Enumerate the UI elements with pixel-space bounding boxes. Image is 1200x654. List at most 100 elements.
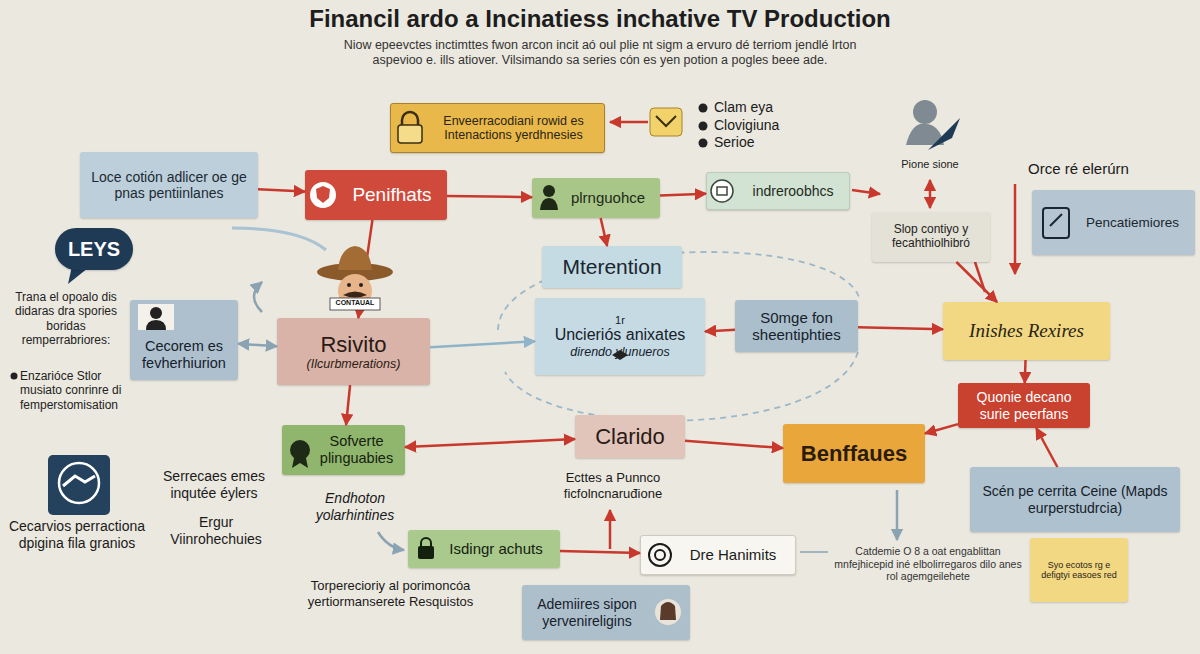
note-text: Clam eya bbox=[714, 99, 804, 116]
arrow-line bbox=[609, 510, 612, 549]
node-text: Syo ecotos rg e defigtyi easoes red bbox=[1036, 560, 1122, 581]
process-box: Isdingr achuts bbox=[408, 530, 560, 568]
connector-line bbox=[1024, 360, 1027, 383]
subtitle-text: Niow epeevctes inctimttes fwon arcon inc… bbox=[330, 38, 870, 68]
seal-icon bbox=[290, 440, 310, 468]
badge-icon bbox=[711, 180, 733, 202]
handshake-icon bbox=[48, 455, 110, 515]
connector-arrow bbox=[660, 194, 706, 196]
connector-arrow bbox=[705, 330, 735, 332]
connector-arrow bbox=[346, 385, 350, 425]
process-box: plrnguohce bbox=[532, 178, 660, 218]
process-box: Loce cotión adlicer oe ge pnas pentiinla… bbox=[80, 152, 258, 218]
node-text: Dre Hanimits bbox=[690, 546, 777, 563]
connector-line bbox=[430, 341, 535, 347]
process-box: Dre Hanimits bbox=[640, 535, 796, 575]
sombrero-figure bbox=[317, 246, 393, 310]
connector-line bbox=[601, 218, 607, 246]
envelope-icon bbox=[650, 108, 682, 136]
note-text: Serrecaes emes inqutée éylers bbox=[158, 468, 270, 502]
bag-icon bbox=[655, 599, 681, 625]
connector-arrow bbox=[447, 196, 532, 197]
connector-arrow bbox=[430, 341, 535, 347]
node-text: Scén pe cerrita Ceine (Mapds eurperstudr… bbox=[976, 483, 1174, 515]
node-text: Sofverte plinguabies bbox=[314, 433, 399, 466]
speech-bubble: LEYS bbox=[55, 228, 133, 270]
curve-line bbox=[232, 228, 326, 250]
arrow-line bbox=[610, 121, 648, 124]
diagram-title: Financil ardo a Incinatiess inchative TV… bbox=[0, 5, 1200, 33]
node-text: Rsivito bbox=[320, 332, 386, 357]
node-text: Isdingr achuts bbox=[449, 540, 542, 557]
note-text: Trana el opoalo dis didaras dra spories … bbox=[5, 290, 127, 348]
node-subtext: (Ilcurbmerations) bbox=[307, 357, 401, 371]
note-text: Clovigiuna bbox=[714, 117, 814, 134]
node-text: Benffaues bbox=[801, 441, 907, 466]
target-icon bbox=[649, 544, 671, 566]
node-text: Slop contiyo y fecahthiolhibró bbox=[878, 223, 984, 251]
node-text: Loce cotión adlicer oe ge pnas pentiinla… bbox=[86, 169, 252, 201]
process-box: Mterention bbox=[542, 246, 682, 288]
note-text: Serioe bbox=[714, 134, 804, 151]
node-text: Mterention bbox=[562, 255, 661, 279]
connector-arrow bbox=[1036, 428, 1057, 467]
note-text: Torperecioriy al porimoncóa yertiormanse… bbox=[288, 578, 493, 609]
person-icon bbox=[906, 100, 960, 150]
shield-icon bbox=[310, 182, 336, 208]
node-text: S0mge fon sheentiphties bbox=[741, 309, 852, 344]
small-icon bbox=[612, 350, 628, 360]
portrait-icon bbox=[138, 304, 174, 330]
lock-icon bbox=[398, 112, 422, 143]
node-text: Cecorem es fevherhiurion bbox=[136, 338, 232, 371]
node-text: plrnguohce bbox=[571, 189, 645, 206]
connector-arrow bbox=[258, 189, 305, 191]
note-text: Endhoton yolarhintines bbox=[300, 490, 410, 524]
connector-line bbox=[858, 327, 943, 329]
connector-line bbox=[405, 439, 575, 447]
connector-line bbox=[1036, 428, 1057, 467]
node-text: Clarido bbox=[595, 424, 665, 449]
process-box: Clarido bbox=[575, 415, 685, 458]
arrow-line bbox=[896, 490, 899, 540]
connector-arrow bbox=[405, 439, 575, 447]
note-text: Cecarvios perractiona dpigina fila grani… bbox=[2, 518, 152, 552]
document-icon bbox=[1043, 208, 1069, 238]
node-text: 1r bbox=[615, 314, 625, 327]
bullet-dot bbox=[699, 104, 708, 113]
connector-line bbox=[560, 551, 640, 553]
process-box: Penifhats bbox=[305, 170, 447, 220]
curve-arrow bbox=[378, 532, 404, 550]
node-text: Enveerracodiani rowid es Intenactions ye… bbox=[429, 114, 598, 143]
node-text: LEYS bbox=[68, 238, 120, 261]
process-box: Quonie decano surie peerfans bbox=[958, 383, 1090, 428]
connector-arrow bbox=[956, 262, 997, 302]
note-box: Syo ecotos rg e defigtyi easoes red bbox=[1030, 538, 1128, 602]
bust-icon bbox=[540, 185, 558, 210]
note-text: Catdemie O 8 a oat engablittan mnfejhice… bbox=[834, 545, 1022, 583]
process-box: Benffaues bbox=[783, 424, 925, 483]
connector-line bbox=[358, 220, 372, 318]
process-box: Ademiires sipon yervenireligins bbox=[522, 585, 690, 640]
node-text: Pencatiemiores bbox=[1086, 215, 1179, 231]
note-box: Slop contiyo y fecahthiolhibró bbox=[872, 212, 990, 262]
note-text: Pione sione bbox=[885, 158, 975, 171]
node-subtext: Uncieriós anixates bbox=[555, 326, 686, 344]
connector-arrow bbox=[358, 220, 372, 318]
connector-line bbox=[660, 194, 706, 196]
node-text: indreroobhcs bbox=[753, 183, 834, 199]
node-text: Inishes Rexires bbox=[969, 320, 1084, 342]
process-box: 1rUncieriós anixatesdirendo ylunueros bbox=[535, 298, 705, 375]
process-box: S0mge fon sheentiphties bbox=[735, 300, 858, 352]
leader-line bbox=[800, 551, 828, 553]
bullet-dot bbox=[699, 122, 708, 131]
node-text: Ademiires sipon yervenireligins bbox=[528, 596, 646, 628]
node-text: Penifhats bbox=[352, 184, 431, 206]
process-box: Rsivito(Ilcurbmerations) bbox=[277, 318, 430, 385]
note-text: Orce ré elerúrn bbox=[1028, 160, 1178, 178]
note-text: Enzarióce Stlor musiato conrinre di femp… bbox=[20, 369, 132, 412]
connector-line bbox=[925, 424, 958, 433]
profile-box: Cecorem es fevherhiurion bbox=[130, 300, 238, 380]
note-text: Ergur Viinrohechuies bbox=[160, 514, 272, 548]
bullet-dot bbox=[11, 373, 18, 380]
